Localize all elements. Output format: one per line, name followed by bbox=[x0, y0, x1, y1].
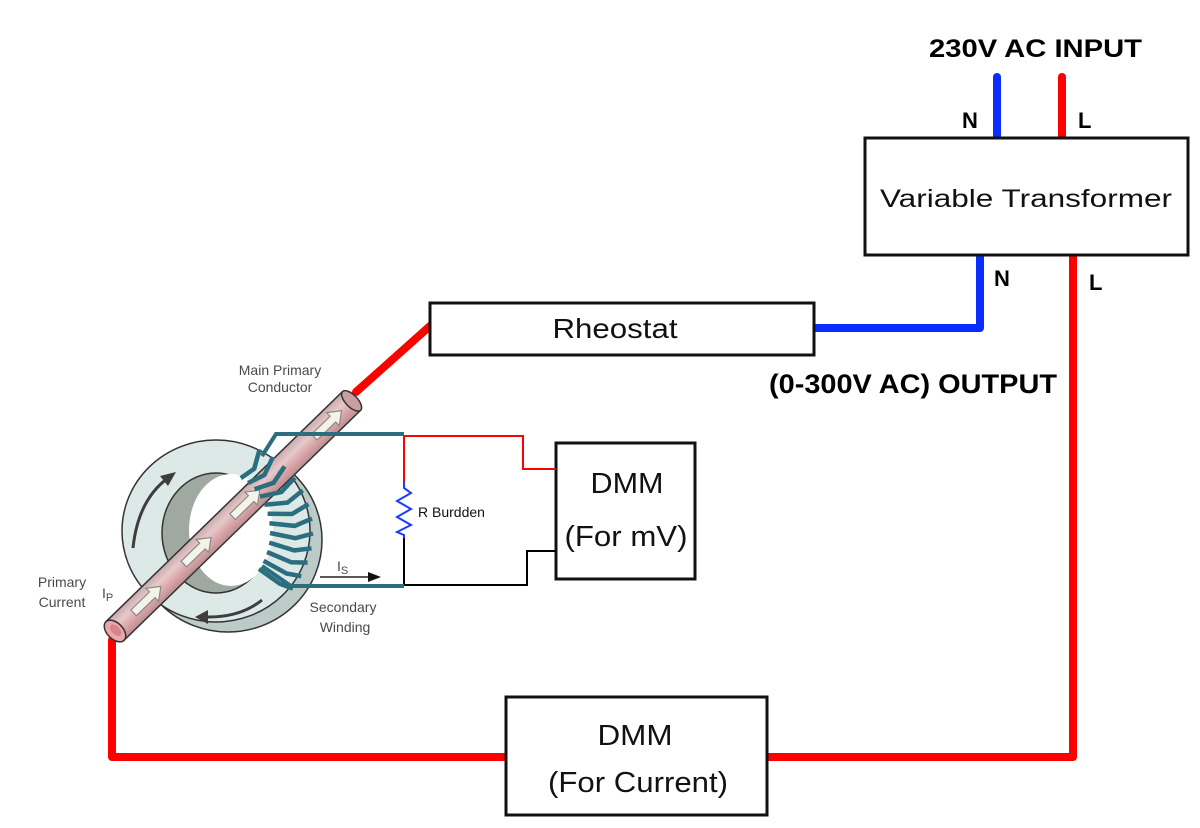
ip-symbol-sub: P bbox=[106, 592, 113, 604]
output-line-label: L bbox=[1089, 270, 1102, 295]
secondary-top-lead bbox=[260, 432, 404, 458]
ip-symbol-main: I bbox=[102, 585, 106, 601]
dmm-mv-box: DMM (For mV) bbox=[554, 441, 697, 581]
dmm-mv-title: DMM bbox=[591, 468, 664, 500]
conductor-label-line2: Conductor bbox=[248, 379, 313, 395]
input-neutral-label: N bbox=[962, 108, 978, 133]
burden-resistor-icon bbox=[394, 482, 414, 538]
secondary-bottom-lead bbox=[260, 564, 404, 588]
is-symbol-main: I bbox=[337, 558, 341, 574]
rheostat-rect bbox=[428, 301, 816, 357]
winding-turn bbox=[264, 488, 305, 508]
input-title: 230V AC INPUT bbox=[929, 35, 1142, 63]
output-line-wire bbox=[763, 252, 1077, 761]
output-range-label: (0-300V AC) OUTPUT bbox=[769, 369, 1058, 399]
input-line-label: L bbox=[1078, 108, 1091, 133]
winding-turn bbox=[259, 476, 297, 499]
burden-resistor-label: R Burdden bbox=[418, 504, 485, 520]
dmm-mv-subtitle: (For mV) bbox=[565, 521, 688, 553]
primary-current-label-line2: Current bbox=[39, 594, 86, 610]
flux-arrow-top-icon bbox=[131, 476, 169, 549]
current-transformer-illustration: Main Primary Conductor Primary Current I… bbox=[38, 362, 404, 643]
winding-turn bbox=[269, 516, 313, 529]
dmm-mv-negative-lead bbox=[403, 538, 556, 586]
conductor-to-rheostat-wire bbox=[352, 322, 434, 396]
transformer-rect bbox=[863, 136, 1190, 257]
output-neutral-wire bbox=[810, 252, 984, 332]
secondary-winding bbox=[239, 448, 314, 591]
rheostat-label: Rheostat bbox=[553, 313, 678, 344]
secondary-winding-label-line2: Winding bbox=[320, 619, 371, 635]
winding-turn bbox=[253, 465, 287, 492]
dmm-current-rect bbox=[504, 695, 769, 817]
burden-circuit: R Burdden bbox=[394, 435, 556, 586]
winding-turn bbox=[268, 540, 312, 553]
conductor-label-line1: Main Primary bbox=[239, 362, 321, 378]
rod-current-arrow-icon bbox=[130, 585, 162, 617]
variable-transformer-box: Variable Transformer bbox=[863, 136, 1190, 257]
primary-current-label-line1: Primary bbox=[38, 574, 86, 590]
winding-turn bbox=[247, 455, 275, 486]
rod-current-arrow-icon bbox=[180, 536, 212, 568]
ip-symbol: IP bbox=[102, 585, 113, 604]
flux-arrow-top-head bbox=[160, 472, 176, 486]
flux-arrow-bottom-icon bbox=[204, 598, 263, 619]
rod-current-arrow-icon bbox=[228, 489, 261, 521]
winding-turn bbox=[262, 558, 302, 579]
dmm-current-subtitle: (For Current) bbox=[548, 767, 728, 799]
rod-top-end bbox=[340, 389, 363, 412]
is-symbol: IS bbox=[337, 558, 348, 577]
return-line-wire bbox=[108, 636, 510, 761]
flux-arrow-bottom-head bbox=[195, 610, 208, 624]
winding-turn bbox=[266, 549, 308, 565]
primary-conductor-rod bbox=[103, 389, 363, 643]
secondary-winding-label-line1: Secondary bbox=[310, 599, 377, 615]
dmm-current-box: DMM (For Current) bbox=[504, 695, 769, 817]
dmm-current-title: DMM bbox=[598, 720, 673, 752]
secondary-current-arrow-head bbox=[368, 572, 381, 582]
wires bbox=[108, 73, 1077, 761]
winding-turn bbox=[267, 502, 310, 517]
rheostat-box: Rheostat bbox=[428, 301, 816, 357]
dmm-mv-positive-lead bbox=[403, 435, 556, 482]
transformer-label: Variable Transformer bbox=[880, 185, 1172, 213]
winding-turn bbox=[239, 448, 262, 480]
is-symbol-sub: S bbox=[341, 565, 348, 577]
winding-turn bbox=[269, 530, 314, 541]
winding-turn bbox=[257, 567, 294, 591]
output-neutral-label: N bbox=[994, 266, 1010, 291]
dmm-mv-rect bbox=[554, 441, 697, 581]
